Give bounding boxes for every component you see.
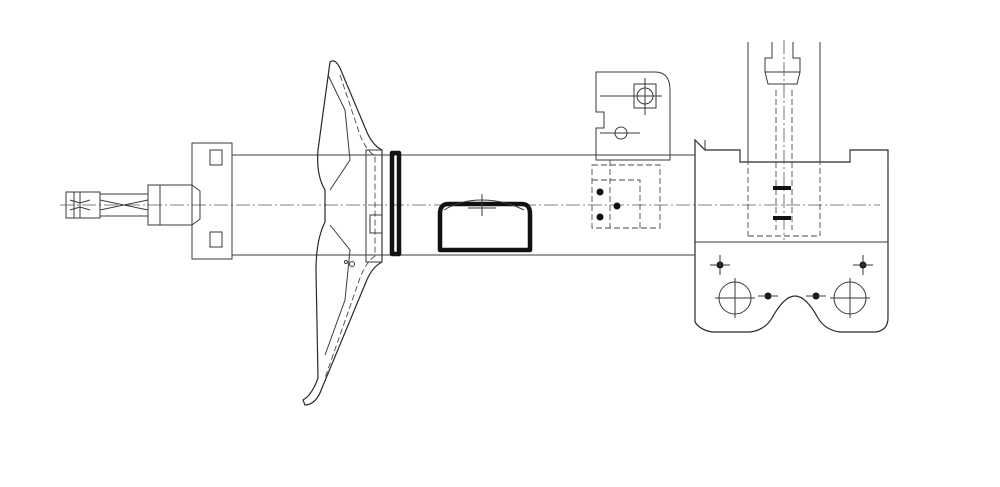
seal-ring [389,150,402,257]
bolt-holes [710,255,873,318]
knuckle-bracket [694,138,889,333]
hose-bracket [595,71,671,161]
vertical-tube [747,40,821,240]
center-clip [437,194,533,253]
spring-seat [302,60,383,406]
strut-tube [232,154,695,256]
upper-mount-housing [191,142,233,260]
dashed-clip [591,160,661,229]
